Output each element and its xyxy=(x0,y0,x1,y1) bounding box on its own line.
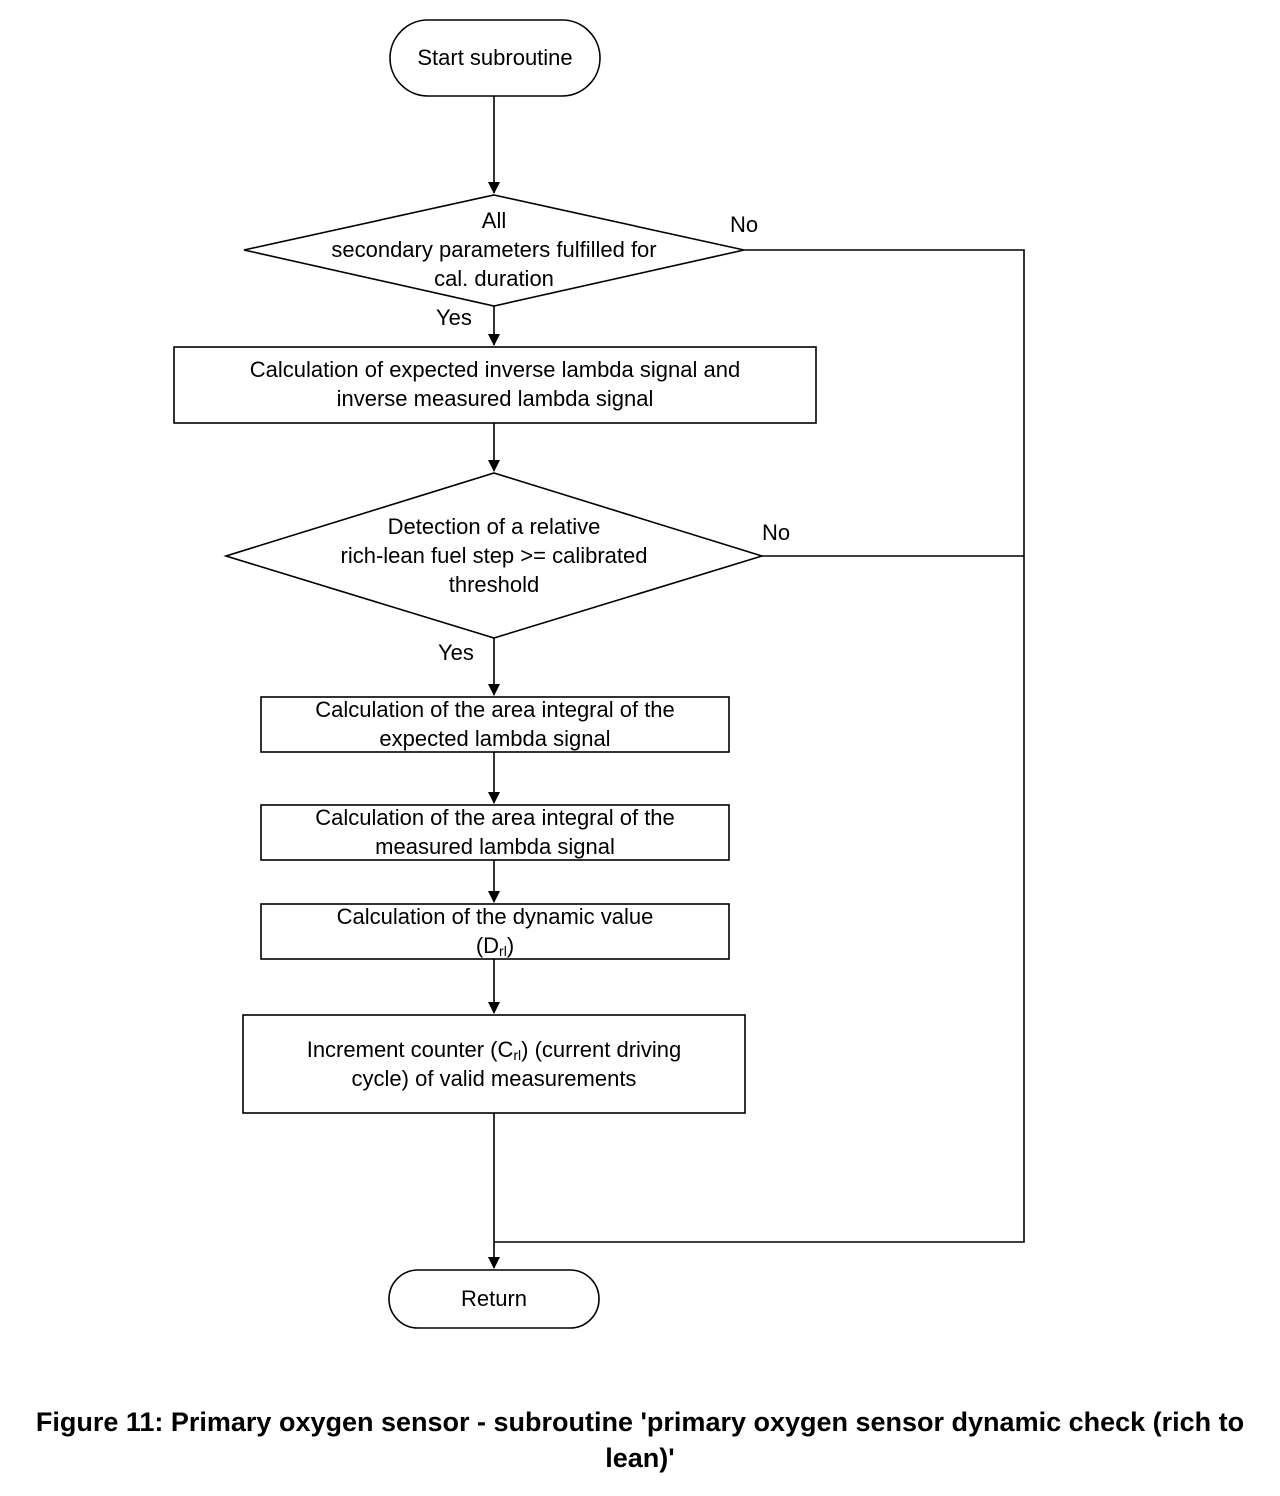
process-5-post: ) (current driving xyxy=(521,1037,682,1062)
decision-2-line-3: threshold xyxy=(448,572,540,597)
process-3-label: Calculation of the area integral of the … xyxy=(261,803,729,861)
process-3-line-2: measured lambda signal xyxy=(375,834,615,859)
label-no-1: No xyxy=(730,212,759,237)
process-4-paren-open: (D xyxy=(475,933,500,958)
process-2-line-1: Calculation of the area integral of the xyxy=(315,697,675,722)
caption-line-1: Figure 11: Primary oxygen sensor - subro… xyxy=(35,1407,1245,1437)
process-1-line-2: inverse measured lambda signal xyxy=(336,386,654,411)
process-1-shape xyxy=(173,346,817,424)
end-text: Return xyxy=(460,1286,528,1311)
process-2-line-2: expected lambda signal xyxy=(379,726,611,751)
decision-1-line-3: cal. duration xyxy=(434,266,554,291)
process-4-subscript: rl xyxy=(499,943,507,959)
process-5-subscript: rl xyxy=(513,1047,522,1063)
process-1-label: Calculation of expected inverse lambda s… xyxy=(174,355,816,413)
decision-2-label: Detection of a relative rich-lean fuel s… xyxy=(226,512,762,599)
process-4-line-2: (Drl) xyxy=(261,931,729,960)
decision-2-line-2: rich-lean fuel step >= calibrated xyxy=(340,543,648,568)
label-yes-2: Yes xyxy=(438,640,474,665)
process-4-label: Calculation of the dynamic value (Drl) xyxy=(261,902,729,960)
end-label: Return xyxy=(389,1284,599,1313)
process-2-shape xyxy=(260,696,730,753)
start-text: Start subroutine xyxy=(417,45,573,70)
start-label: Start subroutine xyxy=(390,43,600,72)
decision-1-line-2: secondary parameters fulfilled for xyxy=(331,237,657,262)
process-3-line-1: Calculation of the area integral of the xyxy=(315,805,675,830)
process-5-line-1: Increment counter (Crl) (current driving xyxy=(243,1035,745,1064)
decision-1-label: All secondary parameters fulfilled for c… xyxy=(244,206,744,293)
process-3-shape xyxy=(260,804,730,861)
label-no-2: No xyxy=(762,520,791,545)
figure-caption: Figure 11: Primary oxygen sensor - subro… xyxy=(0,1404,1280,1476)
connector-decision-1-no xyxy=(494,249,1025,1243)
process-4-shape xyxy=(260,903,730,960)
process-1-line-1: Calculation of expected inverse lambda s… xyxy=(249,357,741,382)
caption-line-2: lean)' xyxy=(605,1443,675,1473)
start-terminator-shape xyxy=(389,19,601,97)
process-5-pre: Increment counter (C xyxy=(306,1037,514,1062)
process-5-label: Increment counter (Crl) (current driving… xyxy=(243,1035,745,1093)
decision-2-line-1: Detection of a relative xyxy=(387,514,601,539)
process-4-line-1: Calculation of the dynamic value xyxy=(336,904,654,929)
end-terminator-shape xyxy=(388,1269,600,1329)
flowchart-canvas xyxy=(173,19,1025,1329)
label-yes-1: Yes xyxy=(436,305,472,330)
process-4-paren-close: ) xyxy=(506,933,515,958)
decision-1-line-1: All xyxy=(481,208,507,233)
process-5-line-2: cycle) of valid measurements xyxy=(351,1066,637,1091)
process-5-shape xyxy=(242,1014,746,1114)
process-2-label: Calculation of the area integral of the … xyxy=(261,695,729,753)
